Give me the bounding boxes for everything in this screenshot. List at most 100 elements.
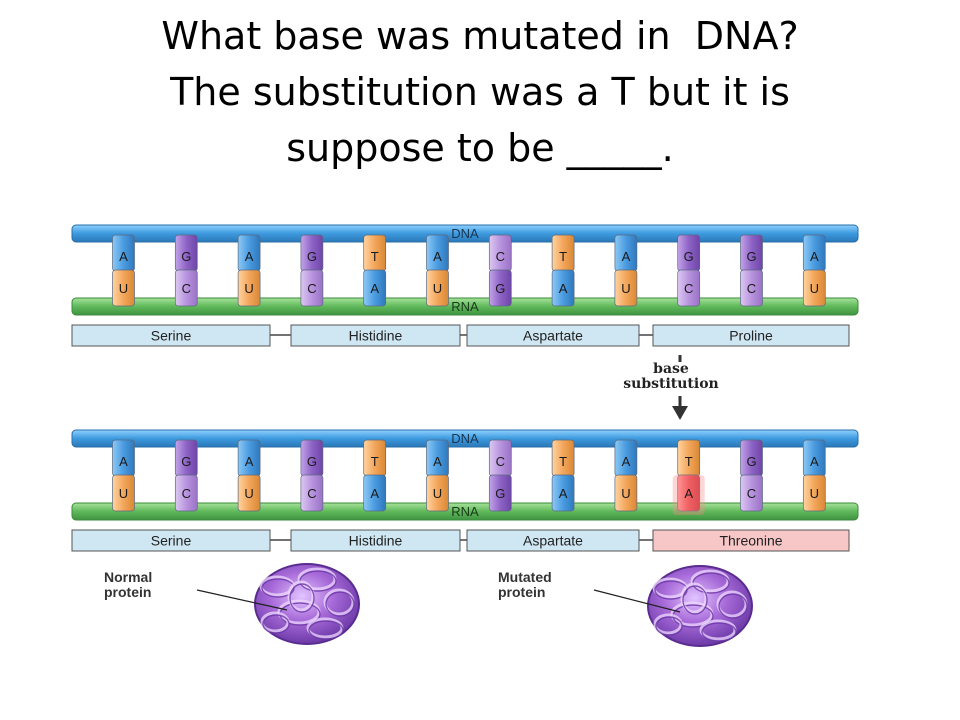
dna-base-letter: T: [685, 454, 693, 469]
rna-backbone: [71, 297, 859, 316]
amino-acid-label: Aspartate: [523, 533, 583, 549]
dna-base-letter: A: [810, 454, 819, 469]
dna-base-letter: T: [559, 249, 567, 264]
codon-box: [290, 529, 461, 552]
rna-base-letter: U: [119, 486, 128, 501]
rna-base-rung: [802, 474, 826, 512]
rna-base-rung: [363, 474, 387, 512]
dna-base-letter: A: [433, 249, 442, 264]
mutated-rna-base-rung: [677, 474, 701, 512]
rna-base-letter: U: [244, 486, 253, 501]
rna-base-rung: [363, 269, 387, 307]
rna-base-rung: [426, 269, 449, 307]
rna-base-rung: [488, 474, 512, 512]
rna-base-rung: [112, 474, 135, 512]
rna-base-rung: [614, 269, 638, 307]
amino-acid-label: Histidine: [349, 328, 403, 344]
rna-base-letter: U: [621, 281, 630, 296]
amino-acid-label: Serine: [151, 328, 192, 344]
dna-label: DNA: [451, 226, 479, 241]
rna-base-letter: C: [307, 281, 316, 296]
rna-base-rung: [740, 269, 763, 307]
rna-base-rung: [174, 474, 198, 512]
rna-base-rung: [112, 269, 135, 307]
dna-base-letter: A: [245, 454, 254, 469]
dna-base-letter: A: [245, 249, 254, 264]
rna-base-rung: [174, 269, 198, 307]
dna-base-letter: A: [433, 454, 442, 469]
normal-protein-label-line-2: protein: [104, 584, 152, 600]
rna-label: RNA: [451, 504, 479, 519]
mutant-codon-box: [652, 529, 850, 552]
mutated-protein-fold: [716, 590, 748, 618]
codon-box: [71, 529, 271, 552]
rna-base-rung: [488, 269, 512, 307]
dna-base-letter: G: [307, 454, 317, 469]
mutated-protein-label-line-2: protein: [498, 584, 546, 600]
mutated-protein-label-line-1: Mutated: [498, 569, 552, 585]
dna-base-letter: C: [496, 249, 505, 264]
amino-acid-label: Threonine: [719, 533, 782, 549]
substitution-label-line-1: base: [653, 361, 689, 377]
mutation-highlight: [672, 475, 705, 515]
dna-base-letter: G: [181, 249, 191, 264]
rna-base-letter: C: [182, 486, 191, 501]
title-line-1: What base was mutated in DNA?: [161, 14, 799, 58]
amino-acid-label: Serine: [151, 533, 192, 549]
rna-base-letter: A: [559, 486, 568, 501]
normal-protein-label-line-1: Normal: [104, 569, 153, 585]
substitution-arrow: [672, 355, 688, 420]
dna-base-letter: G: [746, 249, 756, 264]
normal-protein: [196, 563, 360, 645]
rna-base-rung: [677, 269, 701, 307]
normal-protein-fold: [323, 588, 355, 616]
rna-base-letter: U: [433, 486, 442, 501]
amino-acid-label: Histidine: [349, 533, 403, 549]
dna-base-letter: T: [371, 249, 379, 264]
dna-base-letter: T: [371, 454, 379, 469]
rna-base-letter: A: [684, 486, 693, 501]
normal-protein-fold-shadow: [325, 591, 355, 617]
rna-base-letter: A: [370, 281, 379, 296]
slide-title: What base was mutated in DNA? The substi…: [0, 8, 960, 176]
rna-base-rung: [802, 269, 826, 307]
mutated-protein: [593, 565, 753, 647]
dna-base-letter: G: [684, 249, 694, 264]
rna-base-rung: [237, 474, 261, 512]
title-line-3: suppose to be _____.: [286, 126, 674, 170]
dna-base-letter: A: [810, 249, 819, 264]
amino-acid-label: Proline: [729, 328, 773, 344]
rna-base-letter: C: [307, 486, 316, 501]
normal-protein-fold-shadow: [308, 620, 344, 640]
codon-box: [652, 324, 850, 347]
rna-base-letter: U: [810, 486, 819, 501]
normal-protein-fold-shadow: [262, 614, 290, 634]
codon-box: [71, 324, 271, 347]
dna-base-letter: G: [181, 454, 191, 469]
mutated-protein-fold-shadow: [682, 585, 708, 615]
rna-base-rung: [300, 269, 324, 307]
dna-base-letter: A: [119, 454, 128, 469]
mutated-protein-fold-shadow: [718, 593, 748, 619]
amino-acid-label: Aspartate: [523, 328, 583, 344]
substitution-label-line-2: substitution: [623, 376, 719, 392]
rna-base-rung: [740, 474, 763, 512]
dna-base-letter: G: [746, 454, 756, 469]
dna-base-letter: A: [119, 249, 128, 264]
dna-backbone: [71, 429, 859, 448]
mutated-protein-pointer: [593, 589, 681, 613]
codon-box: [466, 324, 640, 347]
rna-base-letter: G: [495, 281, 505, 296]
dna-base-letter: C: [496, 454, 505, 469]
rna-base-rung: [551, 474, 575, 512]
dna-base-letter: T: [559, 454, 567, 469]
rna-base-letter: U: [433, 281, 442, 296]
rna-base-letter: C: [747, 281, 756, 296]
rna-label: RNA: [451, 299, 479, 314]
rna-base-letter: U: [244, 281, 253, 296]
